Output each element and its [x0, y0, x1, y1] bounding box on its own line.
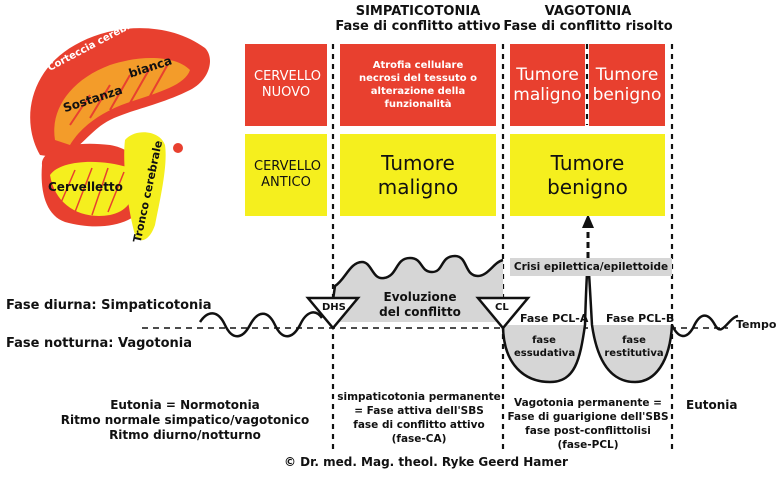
tempo-label: Tempo	[736, 318, 777, 331]
dhs-label: DHS	[322, 302, 346, 313]
footer-right-4: (fase-PCL)	[557, 439, 619, 451]
phase-divider-lines	[331, 44, 674, 450]
crisi-text: Crisi epilettica/epilettoide	[513, 261, 669, 273]
pcl-a-label: Fase PCL-A	[520, 312, 589, 325]
cl-label: CL	[495, 302, 509, 313]
cell-tumore-maligno-red: Tumore maligno	[510, 44, 585, 126]
footer-right-2: Fase di guarigione dell'SBS	[507, 411, 669, 423]
essudativa-label: fase essudativa	[514, 335, 576, 359]
cell-tumore-benigno-red: Tumore benigno	[589, 44, 665, 126]
footer-mid-2: = Fase attiva dell'SBS	[354, 405, 484, 417]
crisis-arrow-head	[582, 214, 594, 228]
tumore-benigno-red-text: Tumore benigno	[592, 65, 662, 105]
footer-right-1: Vagotonia permanente =	[514, 397, 662, 409]
fase-notturna-label: Fase notturna: Vagotonia	[6, 336, 192, 351]
restitutiva-label: fase restitutiva	[604, 335, 664, 359]
header-vago-sub: Fase di conflitto risolto	[503, 19, 673, 34]
crisi-box: Crisi epilettica/epilettoide	[510, 258, 672, 276]
header-vago-title: VAGOTONIA	[544, 4, 632, 19]
pcl-b-area	[592, 325, 672, 382]
pcl-b-label: Fase PCL-B	[606, 312, 675, 325]
footer-right: Vagotonia permanente = Fase di guarigion…	[506, 396, 670, 452]
header-simpaticotonia: SIMPATICOTONIA Fase di conflitto attivo	[333, 4, 503, 34]
header-simp-sub: Fase di conflitto attivo	[335, 19, 501, 34]
footer-mid-1: simpaticotonia permanente	[337, 391, 501, 403]
row-cervello-antico: CERVELLO ANTICO	[245, 134, 327, 216]
footer-mid-4: (fase-CA)	[391, 433, 447, 445]
footer-left-3: Ritmo diurno/notturno	[109, 428, 261, 442]
footer-left-1: Eutonia = Normotonia	[110, 398, 260, 412]
footer-eutonia: Eutonia	[686, 398, 738, 412]
row-antico-label: CERVELLO ANTICO	[254, 159, 321, 190]
row-nuovo-label: CERVELLO NUOVO	[254, 69, 321, 100]
cell-atrofia: Atrofia cellulare necrosi del tessuto o …	[340, 44, 496, 126]
footer-right-3: fase post-conflittolisi	[525, 425, 651, 437]
pcl-a-area	[503, 325, 585, 382]
brain-drawing	[30, 28, 210, 241]
fase-diurna-label: Fase diurna: Simpaticotonia	[6, 298, 212, 313]
tumore-benigno-yel-text: Tumore benigno	[547, 151, 628, 199]
cl-triangle	[475, 296, 531, 330]
footer-mid-3: fase di conflitto attivo	[353, 419, 485, 431]
rhythm-wave-left	[198, 311, 324, 338]
footer-left-2: Ritmo normale simpatico/vagotonico	[60, 413, 310, 427]
conflict-area	[333, 256, 503, 322]
cell-tumore-maligno-yel: Tumore maligno	[340, 134, 496, 216]
tumore-maligno-yel-text: Tumore maligno	[377, 151, 459, 199]
row-cervello-nuovo: CERVELLO NUOVO	[245, 44, 327, 126]
header-simp-title: SIMPATICOTONIA	[355, 4, 481, 19]
cell-tumore-benigno-yel: Tumore benigno	[510, 134, 665, 216]
evoluzione-label: Evoluzione del conflitto	[379, 290, 461, 319]
copyright-text: © Dr. med. Mag. theol. Ryke Geerd Hamer	[284, 455, 568, 469]
tumore-maligno-red-text: Tumore maligno	[513, 65, 582, 105]
dhs-triangle	[305, 296, 361, 330]
footer-left: Eutonia = Normotonia Ritmo normale simpa…	[60, 398, 310, 443]
conflict-curve	[331, 254, 504, 301]
label-cervelletto: Cervelletto	[48, 180, 123, 194]
footer-mid: simpaticotonia permanente = Fase attiva …	[336, 390, 502, 446]
header-vagotonia: VAGOTONIA Fase di conflitto risolto	[503, 4, 673, 34]
rhythm-wave-right	[670, 314, 739, 338]
atrofia-text: Atrofia cellulare necrosi del tessuto o …	[359, 60, 477, 110]
